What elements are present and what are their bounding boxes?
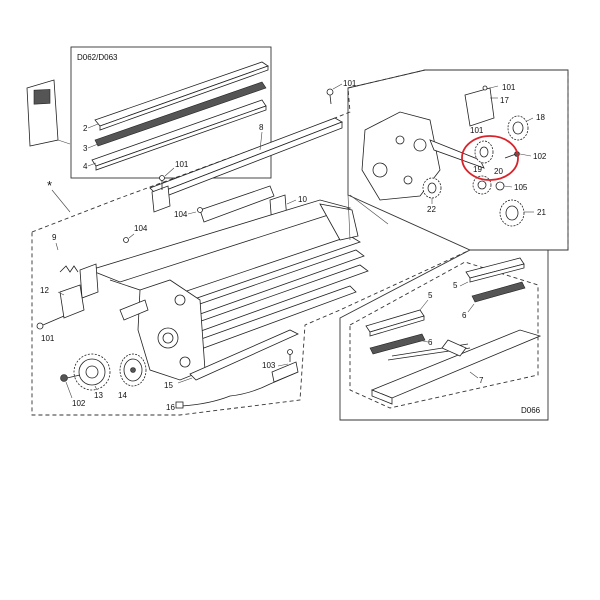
screw-104-left <box>123 233 135 243</box>
label-101-inset: 101 <box>470 126 484 135</box>
label-13: 13 <box>94 391 103 400</box>
label-9: 9 <box>52 233 57 242</box>
panel-gear-inset <box>347 69 569 251</box>
label-101-left: 101 <box>41 334 55 343</box>
panel-d062-title: D062/D063 <box>77 53 118 62</box>
panel-d066-title: D066 <box>521 406 541 415</box>
label-6-left: 6 <box>428 338 433 347</box>
label-5-right: 5 <box>453 281 458 290</box>
label-104-upper: 104 <box>174 210 188 219</box>
label-20: 20 <box>494 167 503 176</box>
label-21: 21 <box>537 208 546 217</box>
bar-15 <box>177 329 299 384</box>
manual-sheet-1 <box>26 79 71 147</box>
asterisk-mark: * <box>47 178 52 193</box>
label-7: 7 <box>479 376 484 385</box>
label-103: 103 <box>262 361 276 370</box>
label-19: 19 <box>473 165 482 174</box>
label-101-right: 101 <box>502 83 516 92</box>
gear-13 <box>73 353 111 391</box>
label-3: 3 <box>83 144 88 153</box>
label-10: 10 <box>298 195 307 204</box>
label-102-right: 102 <box>533 152 547 161</box>
gear-14 <box>119 353 147 387</box>
label-104-left: 104 <box>134 224 148 233</box>
bracket-12 <box>36 284 85 330</box>
label-102-left: 102 <box>72 399 86 408</box>
panel-d066 <box>339 249 549 421</box>
rail-8 <box>149 117 343 201</box>
highlight-circle <box>461 135 519 181</box>
label-17: 17 <box>500 96 509 105</box>
label-8: 8 <box>259 123 264 132</box>
label-6-right: 6 <box>462 311 467 320</box>
label-2: 2 <box>83 124 88 133</box>
label-101-bracket: 101 <box>175 160 189 169</box>
label-16: 16 <box>166 403 175 412</box>
label-4: 4 <box>83 162 88 171</box>
main-frame-assembly <box>59 199 369 381</box>
label-22: 22 <box>427 205 436 214</box>
screw-101-top <box>326 83 343 105</box>
bracket-101-left <box>151 167 175 213</box>
panel-d062-d063: D062/D063 <box>70 46 272 179</box>
label-101-top: 101 <box>343 79 357 88</box>
label-15: 15 <box>164 381 173 390</box>
screw-103 <box>277 349 293 367</box>
harness-16 <box>175 361 299 409</box>
label-18: 18 <box>536 113 545 122</box>
label-14: 14 <box>118 391 127 400</box>
label-5-left: 5 <box>428 291 433 300</box>
label-105: 105 <box>514 183 528 192</box>
screw-102-left <box>60 374 81 382</box>
label-12: 12 <box>40 286 49 295</box>
